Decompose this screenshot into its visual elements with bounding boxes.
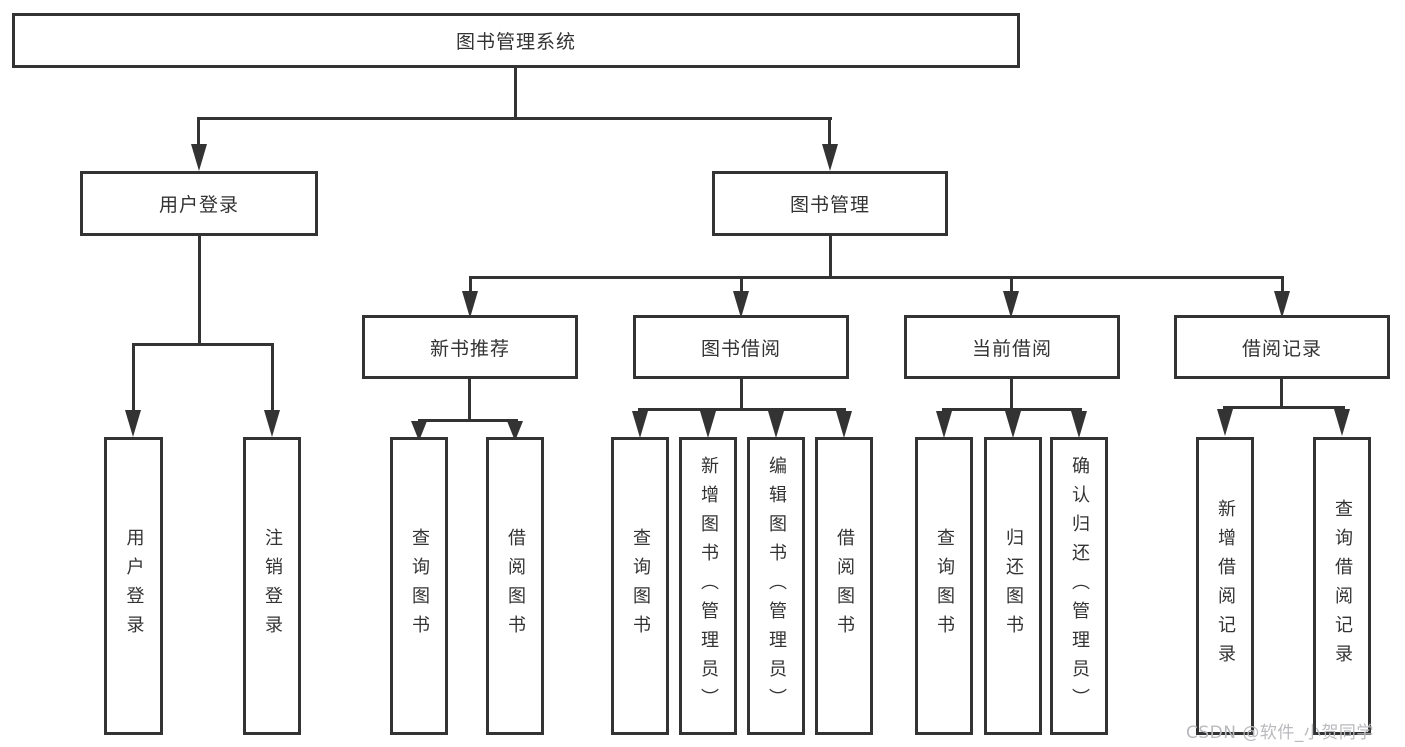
leaf-logout: 注销登录 bbox=[243, 437, 301, 735]
connector-line bbox=[829, 236, 832, 279]
arrow-down-icon bbox=[733, 291, 749, 318]
watermark: CSDN @软件_小贺同学 bbox=[1186, 723, 1374, 743]
connector-line bbox=[197, 119, 200, 149]
arrow-down-icon bbox=[125, 410, 141, 437]
connector-line bbox=[1010, 379, 1013, 411]
node-user-login: 用户登录 bbox=[80, 171, 318, 236]
arrow-down-icon bbox=[768, 411, 784, 438]
arrow-down-icon bbox=[1003, 291, 1019, 318]
arrow-down-icon bbox=[1274, 291, 1290, 318]
connector-line bbox=[828, 119, 831, 149]
node-current-borrow: 当前借阅 bbox=[904, 315, 1120, 379]
leaf-return-book: 归还图书 bbox=[984, 437, 1042, 735]
arrow-down-icon bbox=[1005, 411, 1021, 438]
node-book-management: 图书管理 bbox=[712, 171, 948, 236]
arrow-down-icon bbox=[507, 421, 523, 441]
connector-line bbox=[638, 408, 846, 411]
arrow-down-icon bbox=[411, 421, 427, 441]
connector-line bbox=[271, 343, 274, 413]
arrow-down-icon bbox=[632, 411, 648, 438]
arrow-down-icon bbox=[1334, 409, 1350, 436]
connector-line bbox=[1223, 406, 1345, 409]
connector-line bbox=[942, 408, 1082, 411]
leaf-add-book-admin: 新增图书（管理员） bbox=[679, 437, 737, 735]
leaf-query-borrow-record: 查询借阅记录 bbox=[1313, 437, 1371, 735]
arrow-down-icon bbox=[191, 144, 207, 171]
connector-line bbox=[1280, 379, 1283, 409]
arrow-down-icon bbox=[936, 411, 952, 438]
node-book-borrow: 图书借阅 bbox=[633, 315, 849, 379]
connector-line bbox=[197, 117, 832, 120]
leaf-query-books-borrow: 查询图书 bbox=[611, 437, 669, 735]
leaf-borrow-book: 借阅图书 bbox=[815, 437, 873, 735]
connector-line bbox=[468, 379, 471, 422]
arrow-down-icon bbox=[1071, 411, 1087, 438]
connector-line bbox=[198, 236, 201, 346]
arrow-down-icon bbox=[700, 411, 716, 438]
leaf-query-books-current: 查询图书 bbox=[915, 437, 973, 735]
connector-line bbox=[514, 68, 517, 120]
leaf-edit-book-admin: 编辑图书（管理员） bbox=[747, 437, 805, 735]
node-borrow-records: 借阅记录 bbox=[1174, 315, 1390, 379]
arrow-down-icon bbox=[836, 411, 852, 438]
connector-line bbox=[132, 343, 135, 413]
connector-line bbox=[469, 278, 472, 293]
arrow-down-icon bbox=[1217, 409, 1233, 436]
leaf-add-borrow-record: 新增借阅记录 bbox=[1196, 437, 1254, 735]
connector-line bbox=[1010, 278, 1013, 293]
connector-line bbox=[418, 419, 518, 422]
arrow-down-icon bbox=[462, 291, 478, 318]
connector-line bbox=[740, 278, 743, 293]
connector-line bbox=[132, 343, 274, 346]
connector-line bbox=[469, 276, 1284, 279]
leaf-user-login: 用户登录 bbox=[104, 437, 163, 735]
node-new-book-recommend: 新书推荐 bbox=[362, 315, 578, 379]
leaf-confirm-return-admin: 确认归还（管理员） bbox=[1050, 437, 1108, 735]
leaf-borrow-book-recommend: 借阅图书 bbox=[486, 437, 544, 735]
connector-line bbox=[1281, 278, 1284, 293]
arrow-down-icon bbox=[264, 410, 280, 437]
connector-line bbox=[740, 379, 743, 411]
node-library-management-system: 图书管理系统 bbox=[12, 13, 1020, 68]
leaf-query-books-recommend: 查询图书 bbox=[390, 437, 448, 735]
arrow-down-icon bbox=[822, 144, 838, 171]
